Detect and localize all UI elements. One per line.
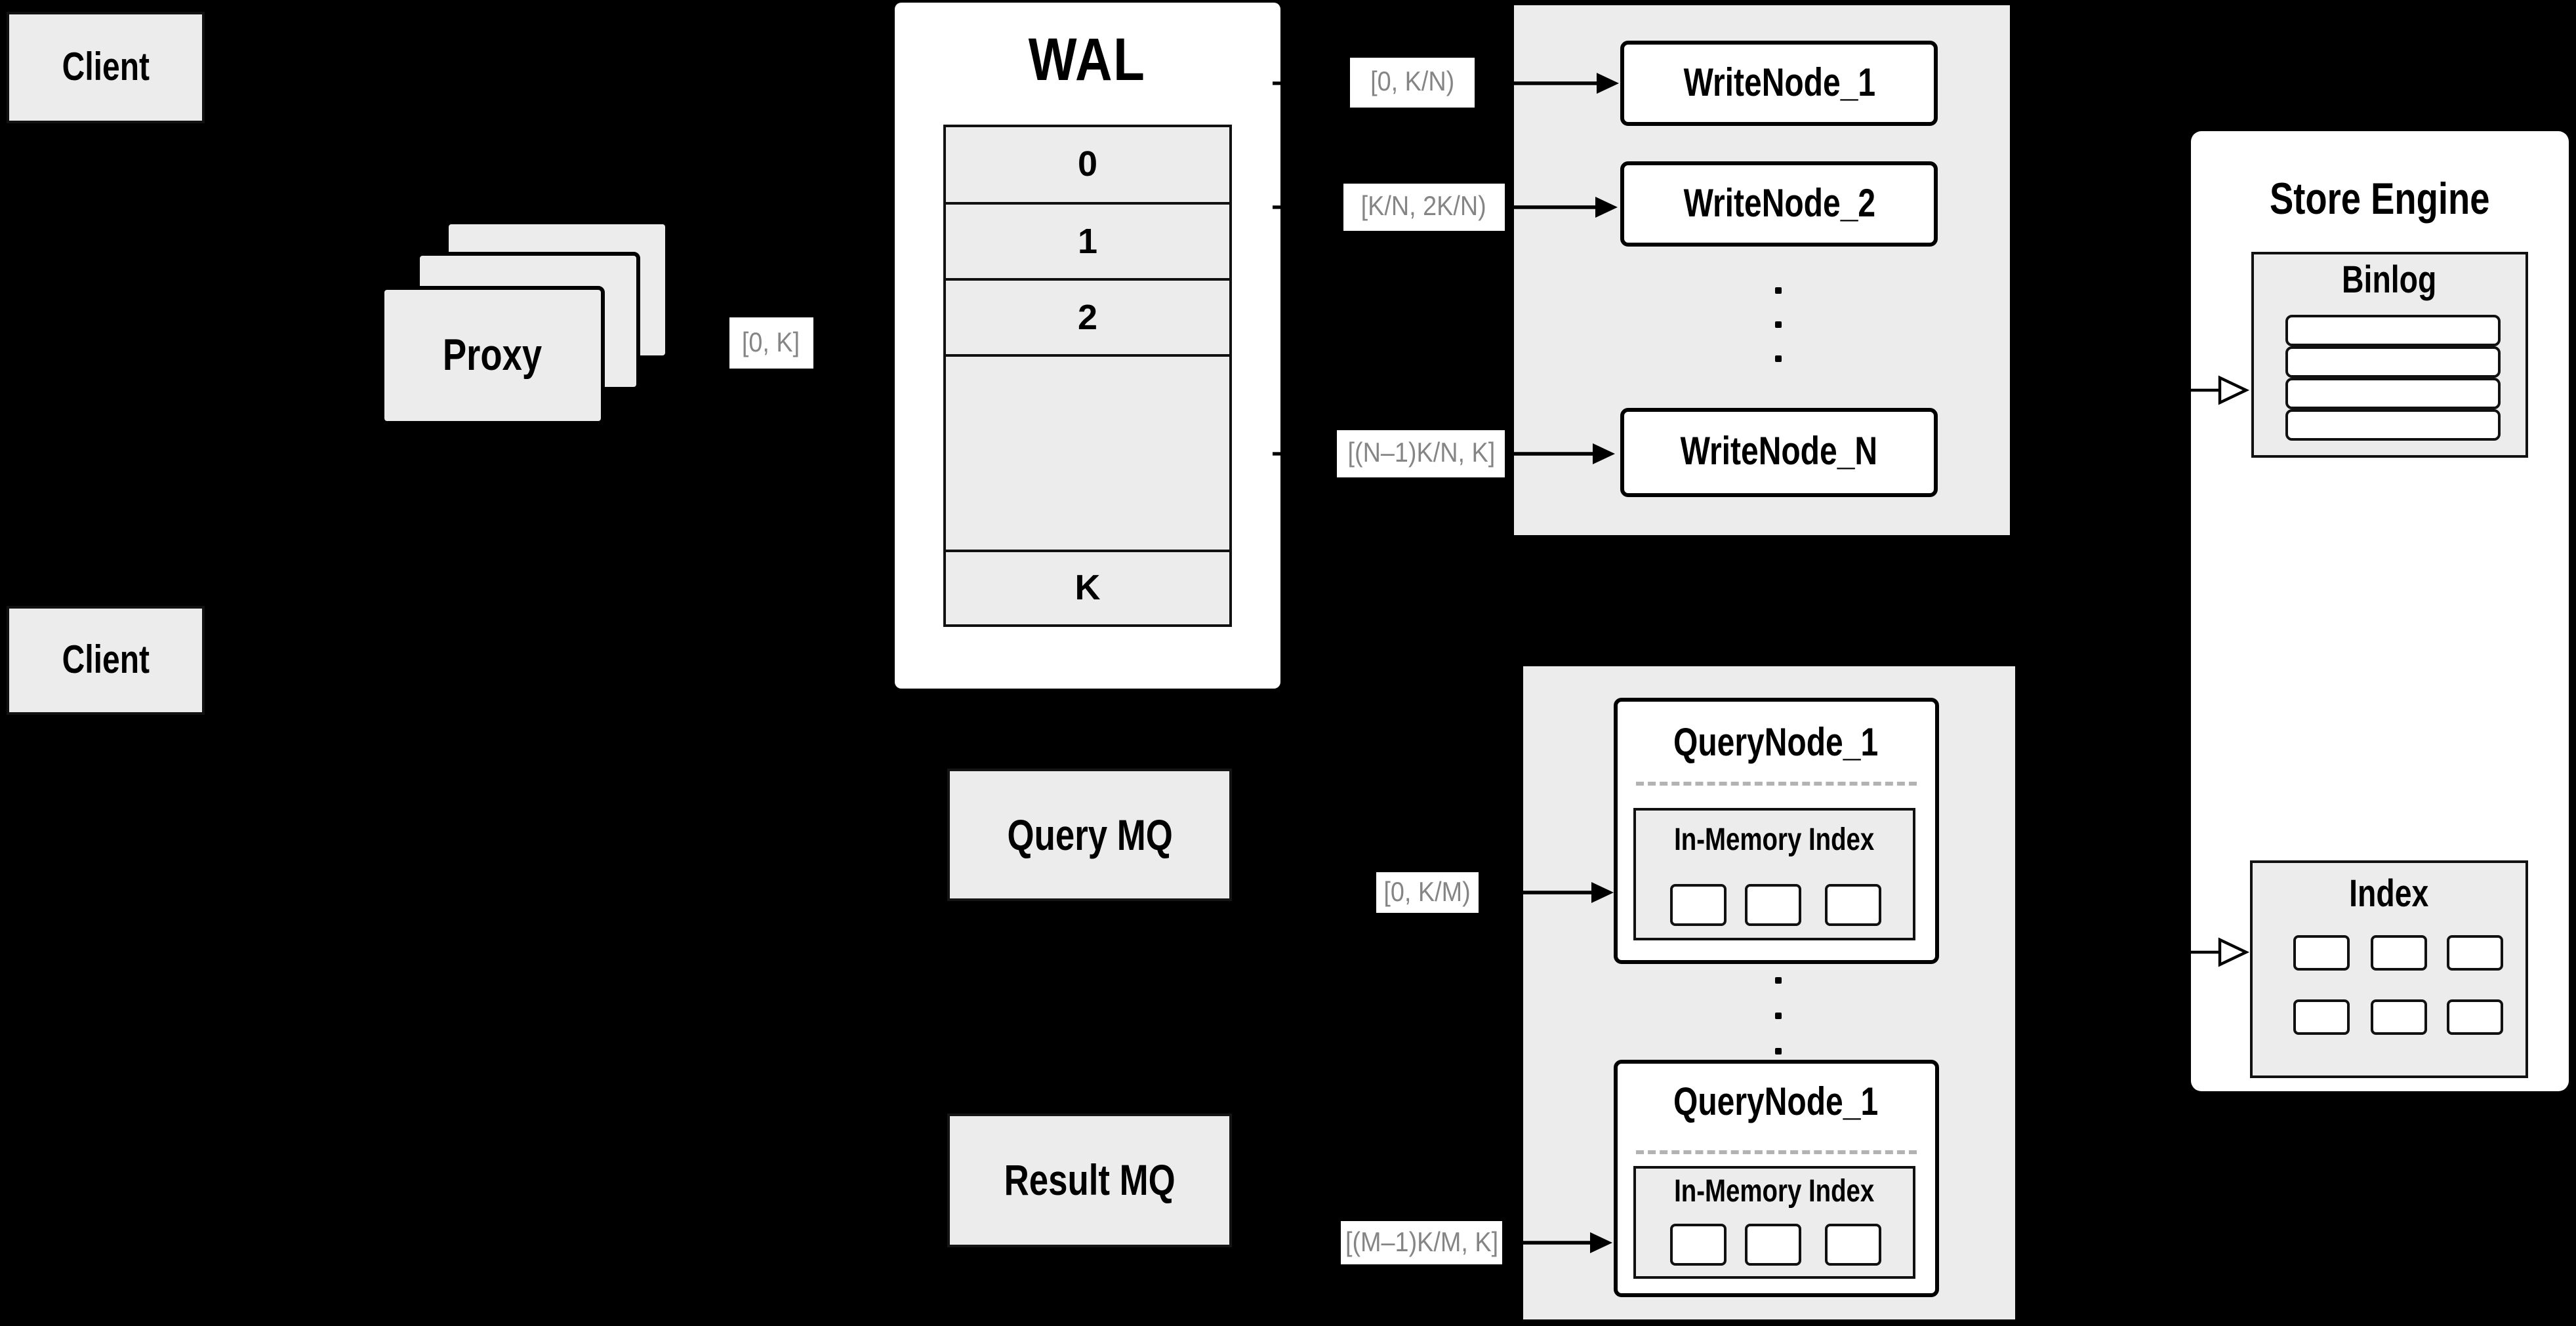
writenode-1-box: WriteNode_1: [1620, 41, 1938, 126]
write-range-label-3: [(N–1)K/N, K]: [1337, 430, 1505, 477]
dot: [1775, 321, 1782, 328]
client-box-top: Client: [7, 12, 205, 123]
store-engine-title: Store Engine: [2270, 174, 2490, 224]
client-box-bottom: Client: [7, 606, 205, 715]
result-mq-label: Result MQ: [1004, 1155, 1176, 1204]
write-range-label-2-text: [K/N, 2K/N): [1361, 191, 1487, 222]
proxy-label: Proxy: [443, 330, 542, 380]
query-range-label-2-text: [(M–1)K/M, K]: [1345, 1227, 1498, 1257]
query-range-label-1: [0, K/M): [1376, 872, 1479, 913]
index-cell: [2293, 999, 2350, 1035]
query-mq-box: Query MQ: [947, 769, 1232, 901]
querynode-2-box: QueryNode_1 In-Memory Index: [1614, 1060, 1939, 1297]
binlog-row: [2285, 346, 2501, 378]
dot: [1775, 287, 1782, 294]
store-engine-title-row: Store Engine: [2191, 168, 2569, 231]
querynode-2-title-row: QueryNode_1: [1618, 1074, 1935, 1132]
binlog-row: [2285, 378, 2501, 409]
index-title-row: Index: [2253, 871, 2525, 918]
index-box: Index: [2250, 860, 2528, 1078]
wal-table: 0 1 2 K: [943, 125, 1232, 627]
wal-title: WAL: [1029, 25, 1147, 93]
dot: [1775, 1048, 1782, 1055]
writenode-n-box: WriteNode_N: [1620, 408, 1938, 497]
binlog-title: Binlog: [2342, 259, 2438, 301]
binlog-row: [2285, 315, 2501, 346]
wal-row-0: 0: [946, 127, 1229, 205]
index-title: Index: [2349, 873, 2429, 915]
index-cell: [2293, 935, 2350, 971]
result-mq-box: Result MQ: [947, 1114, 1232, 1247]
querynode-1-inmemory-label: In-Memory Index: [1674, 822, 1875, 858]
wal-row-k: K: [946, 552, 1229, 624]
write-range-label-3-text: [(N–1)K/N, K]: [1347, 438, 1495, 468]
index-segment-cell: [1745, 884, 1801, 926]
proxy-range-label: [0, K]: [729, 317, 813, 369]
client-top-label: Client: [62, 45, 150, 89]
index-segment-cell: [1825, 1224, 1881, 1266]
writenode-ellipsis-dots: [1775, 287, 1782, 362]
write-range-label-2: [K/N, 2K/N): [1343, 184, 1505, 231]
inmemory-title-row: In-Memory Index: [1636, 1171, 1913, 1213]
index-segment-cell: [1670, 884, 1727, 926]
wal-row-ellipsis: [946, 357, 1229, 552]
proxy-range-label-text: [0, K]: [742, 327, 801, 357]
client-bottom-label: Client: [62, 638, 150, 681]
dot: [1775, 1013, 1782, 1019]
wal-row-1: 1: [946, 205, 1229, 281]
inmemory-title-row: In-Memory Index: [1636, 818, 1913, 863]
write-range-label-1: [0, K/N): [1350, 58, 1475, 108]
index-cell: [2371, 999, 2427, 1035]
binlog-box: Binlog: [2251, 252, 2528, 458]
query-mq-label: Query MQ: [1006, 810, 1173, 858]
write-range-label-1-text: [0, K/N): [1370, 67, 1455, 97]
querynode-2-inmemory-box: In-Memory Index: [1633, 1166, 1915, 1279]
querynode-2-inmemory-label: In-Memory Index: [1674, 1174, 1875, 1209]
querynode-1-box: QueryNode_1 In-Memory Index: [1614, 698, 1939, 964]
dot: [1775, 355, 1782, 362]
querynode-2-divider: [1636, 1150, 1917, 1154]
binlog-row: [2285, 409, 2501, 441]
index-segment-cell: [1670, 1224, 1727, 1266]
dot: [1775, 977, 1782, 984]
index-cell: [2371, 935, 2427, 971]
querynode-2-title: QueryNode_1: [1673, 1081, 1879, 1124]
index-cell: [2447, 935, 2503, 971]
writenode-2-box: WriteNode_2: [1620, 161, 1938, 247]
binlog-title-row: Binlog: [2254, 257, 2525, 304]
wal-title-row: WAL: [895, 25, 1280, 93]
writenode-1-label: WriteNode_1: [1683, 61, 1875, 104]
index-segment-cell: [1745, 1224, 1801, 1266]
index-cell: [2447, 999, 2503, 1035]
querynode-1-title: QueryNode_1: [1673, 721, 1879, 765]
query-range-label-1-text: [0, K/M): [1383, 877, 1471, 907]
wal-panel: WAL 0 1 2 K: [895, 3, 1978, 689]
proxy-card-front: Proxy: [380, 286, 605, 425]
querynode-1-divider: [1636, 782, 1917, 786]
querynode-ellipsis-dots: [1775, 977, 1782, 1055]
querynode-1-title-row: QueryNode_1: [1618, 715, 1935, 773]
querynode-1-inmemory-box: In-Memory Index: [1633, 808, 1915, 940]
store-engine-panel: Store Engine Binlog Index: [2191, 131, 2569, 1091]
wal-row-2: 2: [946, 281, 1229, 357]
writenode-n-label: WriteNode_N: [1680, 430, 1878, 473]
index-segment-cell: [1825, 884, 1881, 926]
query-range-label-2: [(M–1)K/M, K]: [1341, 1221, 1502, 1264]
writenode-2-label: WriteNode_2: [1683, 182, 1875, 225]
